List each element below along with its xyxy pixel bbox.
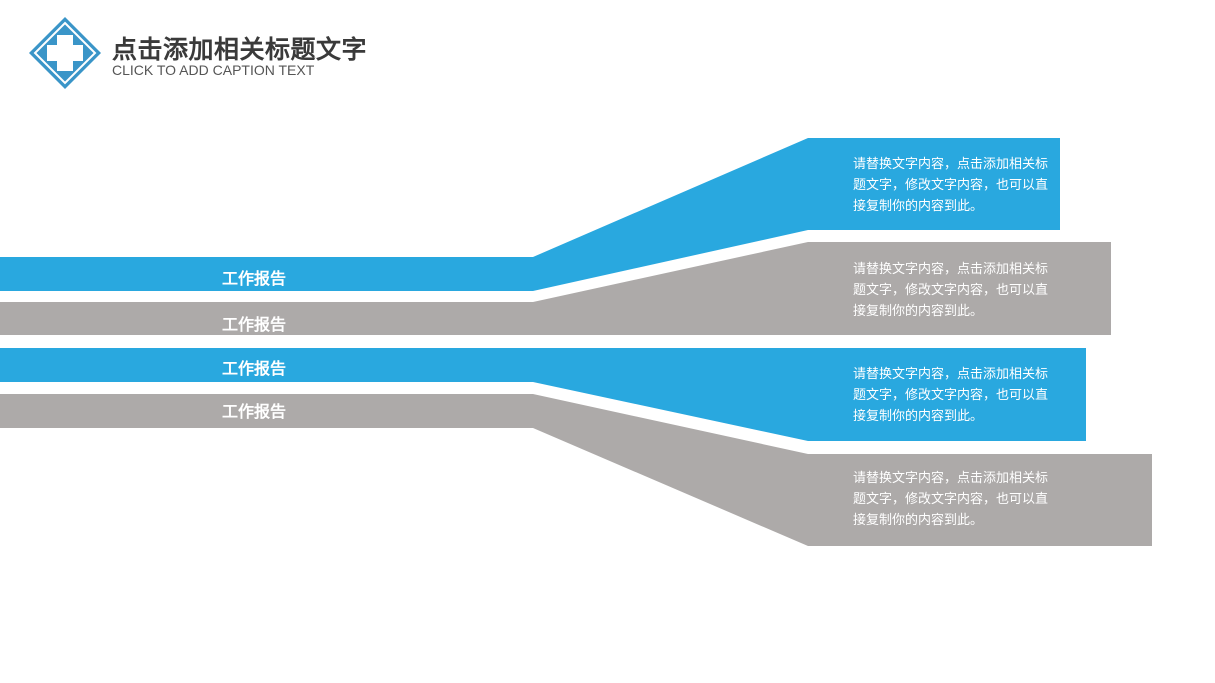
card-text-1: 请替换文字内容，点击添加相关标题文字，修改文字内容，也可以直接复制你的内容到此。	[853, 157, 1049, 214]
row-label-2: 工作报告	[222, 315, 287, 334]
card-text-4: 请替换文字内容，点击添加相关标题文字，修改文字内容，也可以直接复制你的内容到此。	[853, 471, 1049, 528]
row-label-1: 工作报告	[222, 269, 287, 288]
row-label-4: 工作报告	[222, 402, 287, 421]
page-title: 点击添加相关标题文字	[112, 35, 368, 64]
row-2-band	[0, 242, 1111, 335]
row-1-band	[0, 138, 1060, 291]
row-label-3: 工作报告	[222, 359, 287, 378]
card-text-2: 请替换文字内容，点击添加相关标题文字，修改文字内容，也可以直接复制你的内容到此。	[853, 262, 1049, 319]
row-3-band	[0, 348, 1086, 441]
card-text-3: 请替换文字内容，点击添加相关标题文字，修改文字内容，也可以直接复制你的内容到此。	[853, 367, 1049, 424]
row-4-band	[0, 394, 1152, 546]
page-subtitle: CLICK TO ADD CAPTION TEXT	[112, 62, 315, 78]
medical-cross-icon	[29, 17, 101, 89]
